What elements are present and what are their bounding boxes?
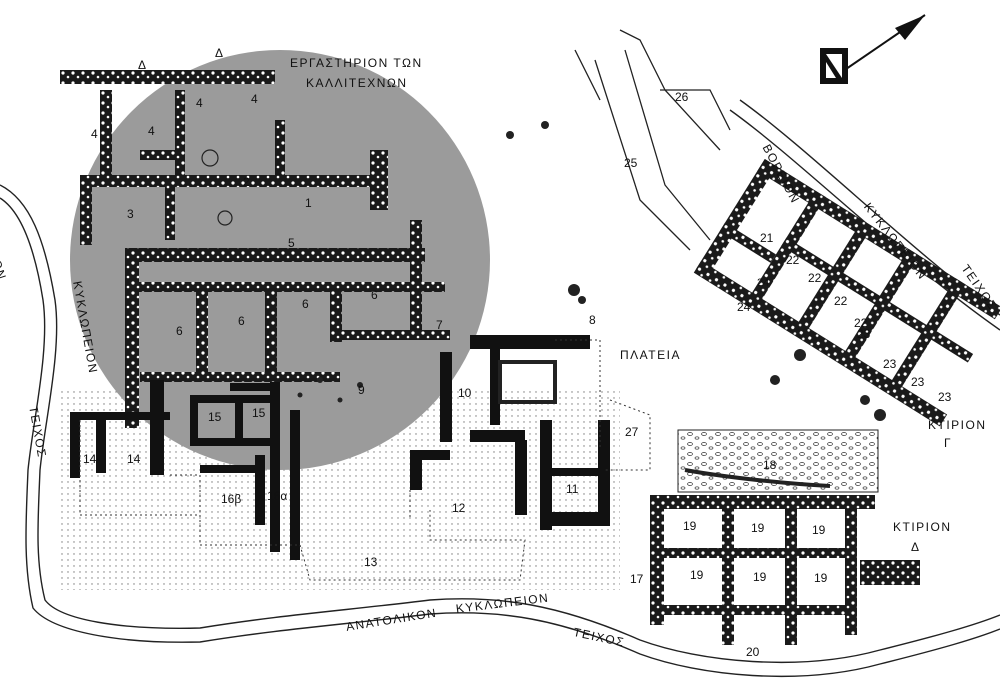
north-top-wall (60, 70, 275, 84)
room-4a: 4 (91, 127, 98, 141)
room-23b: 23 (883, 357, 897, 371)
north-arrow-icon (820, 14, 926, 84)
room-14a: 14 (83, 452, 97, 466)
room-19c: 19 (812, 523, 826, 537)
room-27: 27 (625, 425, 639, 439)
room-16a: 16α (267, 489, 288, 503)
room-6a: 6 (176, 324, 183, 338)
room-22d: 22 (854, 316, 868, 330)
room-15b: 15 (252, 406, 266, 420)
building-gamma-letter: Γ (944, 436, 953, 450)
room-14b: 14 (127, 452, 141, 466)
delta-mark-2: Δ (215, 46, 224, 60)
workshop-label-line2: ΚΑΛΛΙΤΕΧΝΩΝ (306, 76, 408, 90)
room-24b: 24 (737, 300, 751, 314)
room-16b: 16β (221, 492, 242, 506)
building-delta-letter: Δ (911, 540, 921, 554)
delta-mark-1: Δ (138, 58, 147, 72)
ne-complex-walls (693, 159, 1000, 427)
room-7: 7 (436, 318, 443, 332)
room-24a: 24 (757, 277, 770, 289)
room-19b: 19 (751, 521, 765, 535)
workshop-label-line1: ΕΡΓΑΣΤΗΡΙΟΝ ΤΩΝ (290, 56, 423, 70)
room-20: 20 (746, 645, 760, 659)
room-19a: 19 (683, 519, 697, 533)
room-6b: 6 (238, 314, 245, 328)
room-4d: 4 (251, 92, 258, 106)
roads (574, 29, 731, 251)
west-complex-walls (80, 90, 450, 428)
room-2: 2 (243, 175, 250, 189)
room-12: 12 (452, 501, 466, 515)
room-17: 17 (630, 572, 644, 586)
room-23c: 23 (911, 375, 925, 389)
room-19e: 19 (753, 570, 767, 584)
dark-walls (70, 335, 610, 560)
dotted-outlines (79, 339, 651, 581)
building-gamma-label: ΚΤΙΡΙΟΝ (928, 418, 987, 432)
room-25: 25 (624, 156, 638, 170)
block-19-walls (650, 495, 920, 645)
room-19f: 19 (814, 571, 828, 585)
building-delta-label: ΚΤΙΡΙΟΝ (893, 520, 952, 534)
room-4c: 4 (196, 96, 203, 110)
room-3: 3 (127, 207, 134, 221)
room-22a: 22 (786, 253, 800, 267)
room-9: 9 (358, 383, 365, 397)
room-23a: 23 (857, 327, 871, 341)
room-22b: 22 (808, 271, 822, 285)
plateia-label: ΠΛΑΤΕΙΑ (620, 348, 681, 362)
room-19d: 19 (690, 568, 704, 582)
columns (201, 149, 233, 226)
room-26: 26 (675, 90, 689, 104)
room-10-court (498, 360, 557, 404)
room-22c: 22 (834, 294, 848, 308)
room-10: 10 (458, 386, 472, 400)
court-18-channel (684, 468, 831, 488)
room-11: 11 (566, 482, 579, 496)
room-8: 8 (589, 313, 596, 327)
room-6d: 6 (371, 288, 378, 302)
room-21: 21 (760, 231, 774, 245)
room-1: 1 (305, 196, 312, 210)
room-4b: 4 (148, 124, 155, 138)
room-23d: 23 (938, 390, 952, 404)
rubble-scatter (297, 121, 886, 421)
room-18: 18 (763, 458, 777, 472)
room-5: 5 (288, 236, 295, 250)
room-6c: 6 (302, 297, 309, 311)
room-13: 13 (364, 555, 378, 569)
room-15a: 15 (208, 410, 222, 424)
